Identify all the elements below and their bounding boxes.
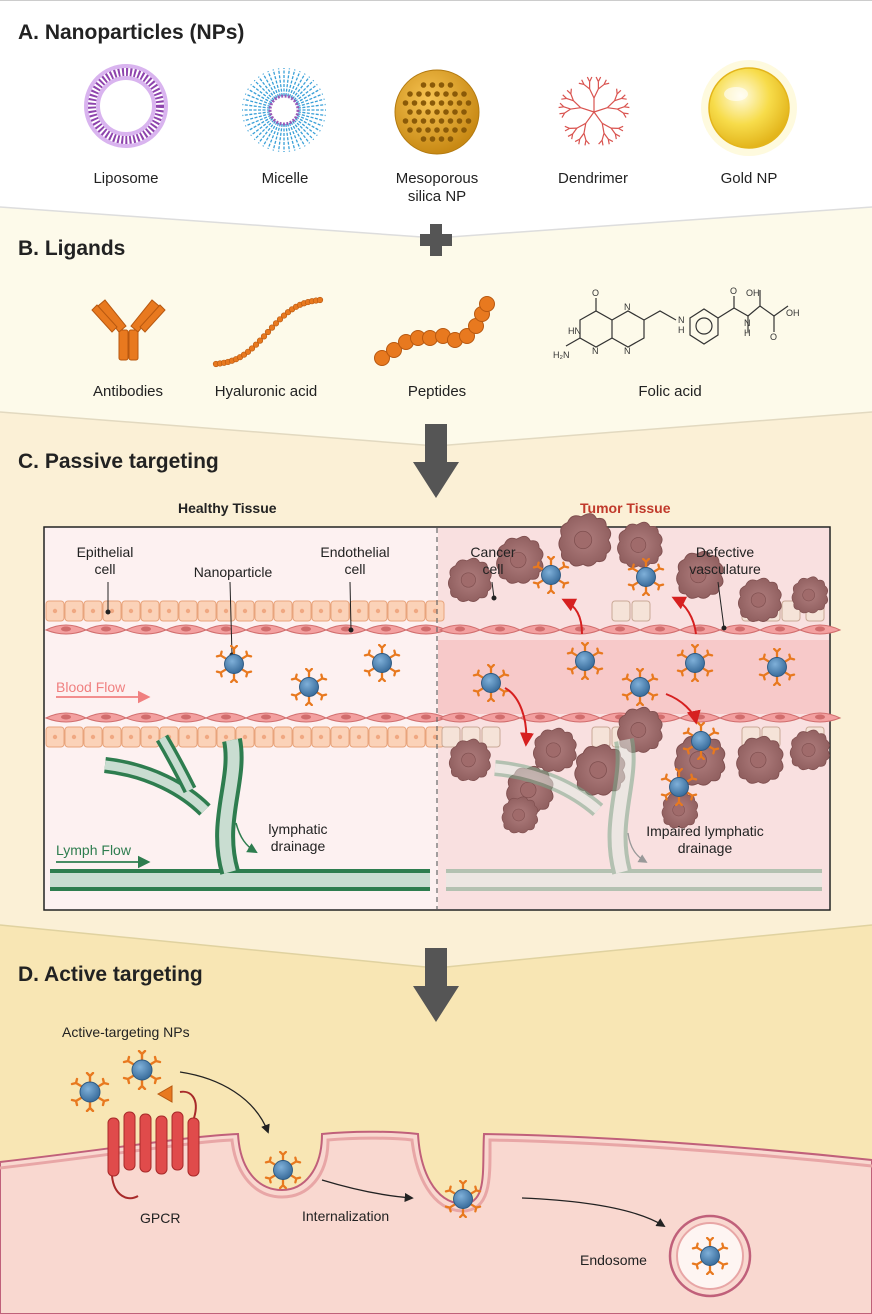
antibody-icon bbox=[91, 299, 166, 361]
epithelial-cell-label: Epithelial cell bbox=[76, 544, 134, 577]
plus-icon bbox=[420, 224, 452, 256]
folic-atom-oh1: OH bbox=[746, 288, 760, 298]
folic-atom-o3: O bbox=[770, 332, 777, 342]
folic-atom-hn: HN bbox=[568, 326, 581, 336]
endosome-label: Endosome bbox=[580, 1252, 647, 1268]
micelle-label: Micelle bbox=[261, 170, 309, 187]
section-b-title: B. Ligands bbox=[18, 237, 126, 260]
liposome-label: Liposome bbox=[93, 170, 159, 187]
blood-flow-label: Blood Flow bbox=[56, 679, 126, 695]
arrow-down-icon bbox=[413, 424, 459, 498]
folic-atom-n_ring2: N bbox=[624, 346, 631, 356]
folic-atom-oh2: OH bbox=[786, 308, 800, 318]
gold-np-icon bbox=[701, 60, 797, 156]
mesoporous-silica-icon bbox=[394, 69, 480, 155]
defective-vasculature-label: Defective vasculature bbox=[689, 544, 761, 577]
healthy-lymphatic-vessel bbox=[50, 734, 430, 891]
gpcr-icon bbox=[107, 1085, 200, 1200]
endosome-icon bbox=[668, 1214, 752, 1298]
section-d-title: D. Active targeting bbox=[18, 963, 203, 986]
arrow-down-icon-2 bbox=[413, 948, 459, 1022]
gpcr-label: GPCR bbox=[140, 1210, 181, 1226]
endothelial-cell-label: Endothelial cell bbox=[320, 544, 390, 577]
folic-atom-o2: O bbox=[730, 286, 737, 296]
passive-targeting-panel bbox=[43, 513, 842, 911]
folic-atom-h_link: H bbox=[678, 325, 685, 335]
active-nps-label: Active-targeting NPs bbox=[62, 1024, 190, 1040]
nanoparticle-label: Nanoparticle bbox=[193, 564, 273, 580]
tumor-lymphatic-vessel bbox=[446, 738, 822, 891]
hyaluronic-acid-label: Hyaluronic acid bbox=[214, 383, 318, 400]
peptides-label: Peptides bbox=[407, 383, 467, 400]
folic-atom-h: H bbox=[744, 328, 751, 338]
micelle-icon bbox=[242, 68, 326, 152]
lymphatic-drainage-label: lymphatic drainage bbox=[268, 821, 328, 854]
folic-atom-n_ring1: N bbox=[592, 346, 599, 356]
cancer-cell-label: Cancer cell bbox=[470, 544, 516, 577]
impaired-drainage-label: Impaired lymphatic drainage bbox=[646, 823, 764, 856]
lymph-flow-label: Lymph Flow bbox=[56, 842, 131, 858]
peptides-icon bbox=[374, 296, 495, 366]
section-c-title: C. Passive targeting bbox=[18, 450, 219, 473]
dendrimer-icon bbox=[558, 76, 630, 146]
cell-membrane bbox=[0, 1130, 872, 1314]
liposome-icon bbox=[84, 64, 168, 148]
gold-np-label: Gold NP bbox=[720, 170, 778, 187]
hyaluronic-acid-icon bbox=[212, 296, 324, 368]
mesoporous-silica-label: Mesoporous silica NP bbox=[395, 170, 479, 205]
folic-atom-n: N bbox=[744, 318, 751, 328]
healthy-tissue-title: Healthy Tissue bbox=[178, 500, 277, 516]
tumor-tissue-title: Tumor Tissue bbox=[580, 500, 671, 516]
internalization-label: Internalization bbox=[302, 1208, 390, 1224]
section-a-title: A. Nanoparticles (NPs) bbox=[18, 21, 245, 44]
dendrimer-label: Dendrimer bbox=[557, 170, 629, 187]
folic-atom-nh_link: N bbox=[678, 315, 685, 325]
folic-acid-icon bbox=[565, 290, 789, 348]
section-b-background bbox=[0, 207, 872, 446]
folic-atom-h2n: H₂N bbox=[553, 350, 570, 360]
folic-atom-o1: O bbox=[592, 288, 599, 298]
folic-atom-n_ring3: N bbox=[624, 302, 631, 312]
antibodies-label: Antibodies bbox=[92, 383, 164, 400]
folic-acid-label: Folic acid bbox=[638, 383, 702, 400]
